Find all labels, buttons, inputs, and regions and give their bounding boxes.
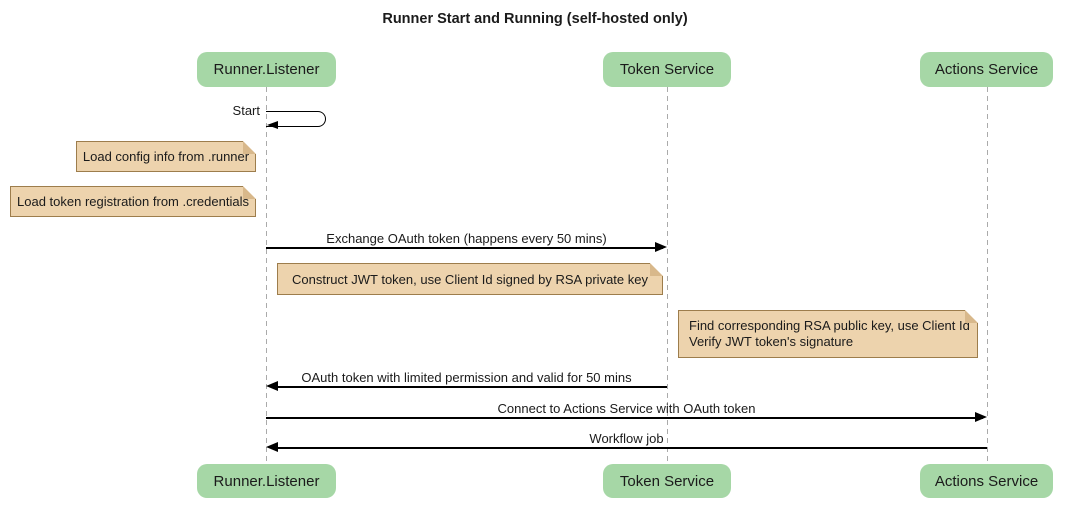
- message-label-start: Start: [232, 103, 260, 118]
- message-label-exchange-oauth: Exchange OAuth token (happens every 50 m…: [326, 231, 607, 246]
- arrowhead-exchange-oauth: [655, 242, 667, 252]
- message-arrow-workflow-job: [272, 447, 987, 449]
- note-load-config: Load config info from .runner: [76, 141, 256, 172]
- note-verify-line-1: Find corresponding RSA public key, use C…: [689, 318, 970, 333]
- lifeline-token-service: [667, 87, 668, 465]
- participant-actions-service-bottom: Actions Service: [920, 464, 1053, 498]
- participant-runner-listener-top: Runner.Listener: [197, 52, 336, 87]
- self-message-arrow-start: [266, 111, 326, 127]
- note-construct-jwt: Construct JWT token, use Client Id signe…: [277, 263, 663, 295]
- participant-token-service-top: Token Service: [603, 52, 731, 87]
- lifeline-actions-service: [987, 87, 988, 465]
- message-label-workflow-job: Workflow job: [589, 431, 664, 446]
- message-label-connect-actions: Connect to Actions Service with OAuth to…: [497, 401, 756, 416]
- note-verify-line-2: Verify JWT token's signature: [689, 334, 854, 349]
- diagram-title: Runner Start and Running (self-hosted on…: [382, 11, 688, 27]
- participant-token-service-bottom: Token Service: [603, 464, 731, 498]
- arrowhead-connect-actions: [975, 412, 987, 422]
- arrowhead-workflow-job: [266, 442, 278, 452]
- note-load-token-registration: Load token registration from .credential…: [10, 186, 256, 217]
- arrowhead-oauth-return: [266, 381, 278, 391]
- message-label-oauth-return: OAuth token with limited permission and …: [301, 370, 632, 385]
- note-verify-jwt: Find corresponding RSA public key, use C…: [678, 310, 978, 358]
- participant-actions-service-top: Actions Service: [920, 52, 1053, 87]
- arrowhead-start: [267, 121, 278, 129]
- participant-runner-listener-bottom: Runner.Listener: [197, 464, 336, 498]
- message-arrow-connect-actions: [266, 417, 983, 419]
- message-arrow-exchange-oauth: [266, 247, 663, 249]
- lifeline-runner-listener: [266, 87, 267, 465]
- message-arrow-oauth-return: [272, 386, 667, 388]
